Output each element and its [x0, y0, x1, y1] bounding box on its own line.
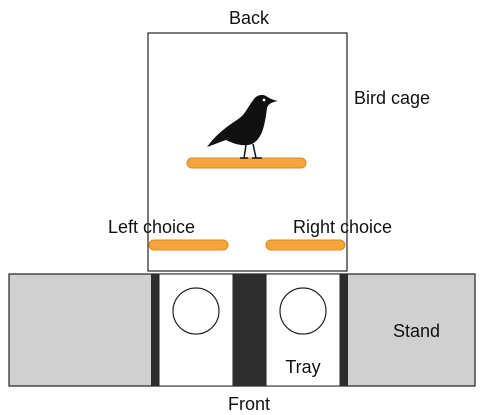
front-label: Front — [228, 394, 270, 414]
stand-label: Stand — [393, 321, 440, 341]
back-label: Back — [229, 8, 270, 28]
stand — [8, 273, 476, 387]
right-choice-perch — [265, 239, 346, 251]
stand-divider-left — [151, 274, 159, 386]
tray-label: Tray — [285, 357, 320, 377]
right-choice-label: Right choice — [293, 217, 392, 237]
bird-cage-label: Bird cage — [354, 88, 430, 108]
crow-icon — [207, 95, 278, 159]
left-food-well — [172, 287, 220, 335]
left-choice-perch — [148, 239, 229, 251]
left-choice-label: Left choice — [108, 217, 195, 237]
bird-cage — [147, 32, 348, 272]
center-perch — [186, 157, 307, 169]
stand-divider-right — [340, 274, 348, 386]
right-food-well — [279, 287, 327, 335]
stand-divider-center — [233, 274, 266, 386]
